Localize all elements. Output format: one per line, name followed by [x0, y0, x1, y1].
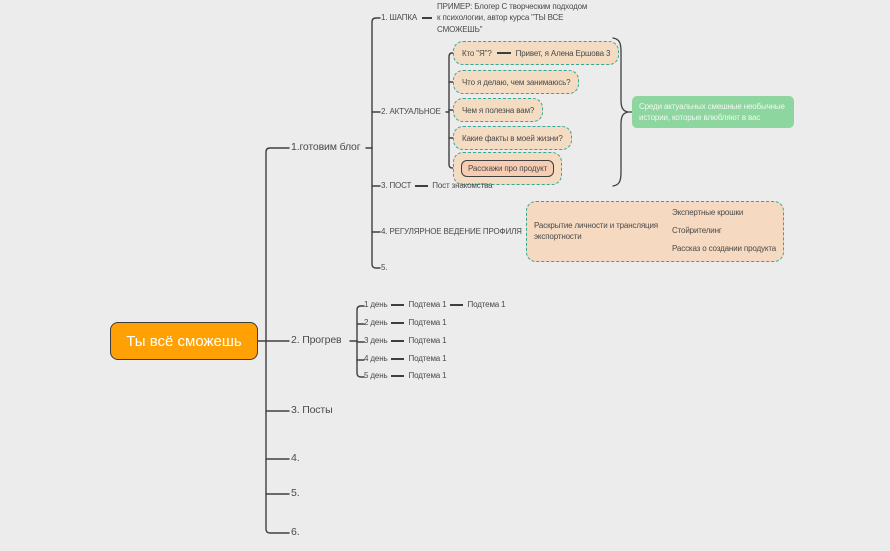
connector-dash — [415, 185, 429, 187]
day-topic[interactable]: Подтема 1 — [408, 300, 447, 309]
day-label[interactable]: 4 день — [364, 354, 388, 363]
post-znakomstva-topic[interactable]: Пост знакомства — [432, 181, 493, 190]
day-row-2: 2 день Подтема 1 — [364, 318, 447, 328]
connector-dash — [391, 304, 405, 306]
branch-6[interactable]: 6. — [291, 526, 300, 538]
branch-4[interactable]: 4. — [291, 452, 300, 464]
item-label: Кто "Я"? — [462, 48, 492, 58]
post-row: 3. ПОСТ Пост знакомства — [381, 181, 493, 191]
connector-dash — [391, 358, 405, 360]
shapka-example-note[interactable]: ПРИМЕР: Блогер С творческим подходом к п… — [437, 1, 588, 34]
day-row-4: 4 день Подтема 1 — [364, 354, 447, 364]
connector-dash — [391, 375, 405, 377]
connector-dash — [422, 17, 433, 19]
topic-regular-profile[interactable]: 4. РЕГУЛЯРНОЕ ВЕДЕНИЕ ПРОФИЛЯ — [381, 227, 522, 236]
day-topic[interactable]: Подтема 1 — [467, 300, 506, 309]
day-topic[interactable]: Подтема 1 — [408, 318, 447, 327]
branch-5[interactable]: 5. — [291, 487, 300, 499]
aktualnoe-item-kakie-fakty[interactable]: Какие факты в моей жизни? — [453, 126, 572, 150]
branch-progrev[interactable]: 2. Прогрев — [291, 334, 342, 346]
item-detail: Привет, я Алена Ершова 3 — [515, 48, 611, 58]
day-row-3: 3 день Подтема 1 — [364, 336, 447, 346]
aktualnoe-item-chem-polezna[interactable]: Чем я полезна вам? — [453, 98, 544, 122]
topic-shapka[interactable]: 1. ШАПКА — [381, 13, 418, 22]
summary-topic[interactable]: Среди актуальных смешные необычные истор… — [632, 96, 794, 128]
regular-subtopic-product-story[interactable]: Рассказ о создании продукта — [672, 244, 777, 253]
day-label[interactable]: 5 день — [364, 371, 388, 380]
day-topic[interactable]: Подтема 1 — [408, 354, 447, 363]
day-topic[interactable]: Подтема 1 — [408, 336, 447, 345]
day-row-5: 5 день Подтема 1 — [364, 371, 447, 381]
product-highlight-topic[interactable]: Расскажи про продукт — [461, 160, 555, 177]
day-label[interactable]: 2 день — [364, 318, 388, 327]
topic-post[interactable]: 3. ПОСТ — [381, 181, 412, 190]
connector-dash — [450, 304, 464, 306]
day-topic[interactable]: Подтема 1 — [408, 371, 447, 380]
summary-brace-path — [612, 37, 633, 187]
connector-dash — [496, 52, 511, 54]
day-row-1: 1 день Подтема 1 Подтема 1 — [364, 300, 506, 310]
branch-posty[interactable]: 3. Посты — [291, 404, 333, 416]
connector-dash — [391, 340, 405, 342]
day-label[interactable]: 1 день — [364, 300, 388, 309]
regular-group-box[interactable] — [526, 201, 784, 262]
root-topic[interactable]: Ты всё сможешь — [110, 322, 258, 360]
regular-subtopic-stoyriteling[interactable]: Стойрителинг — [672, 226, 722, 235]
topic-blog-5[interactable]: 5. — [381, 263, 388, 272]
regular-subtopic-kroshki[interactable]: Экспертные крошки — [672, 208, 744, 217]
aktualnoe-item-product-wrap: Расскажи про продукт — [453, 152, 563, 185]
regular-topic-label[interactable]: Раскрытие личности и трансляция экспортн… — [534, 221, 658, 241]
shapka-row: 1. ШАПКА ПРИМЕР: Блогер С творческим под… — [381, 0, 587, 36]
connector-dash — [391, 322, 405, 324]
branch-gotovim-blog[interactable]: 1.готовим блог — [291, 141, 361, 153]
topic-aktualnoe[interactable]: 2. АКТУАЛЬНОЕ — [381, 107, 441, 116]
day-label[interactable]: 3 день — [364, 336, 388, 345]
aktualnoe-item-kto-ya[interactable]: Кто "Я"? Привет, я Алена Ершова 3 — [453, 41, 620, 65]
aktualnoe-item-chto-delayu[interactable]: Что я делаю, чем занимаюсь? — [453, 70, 580, 94]
